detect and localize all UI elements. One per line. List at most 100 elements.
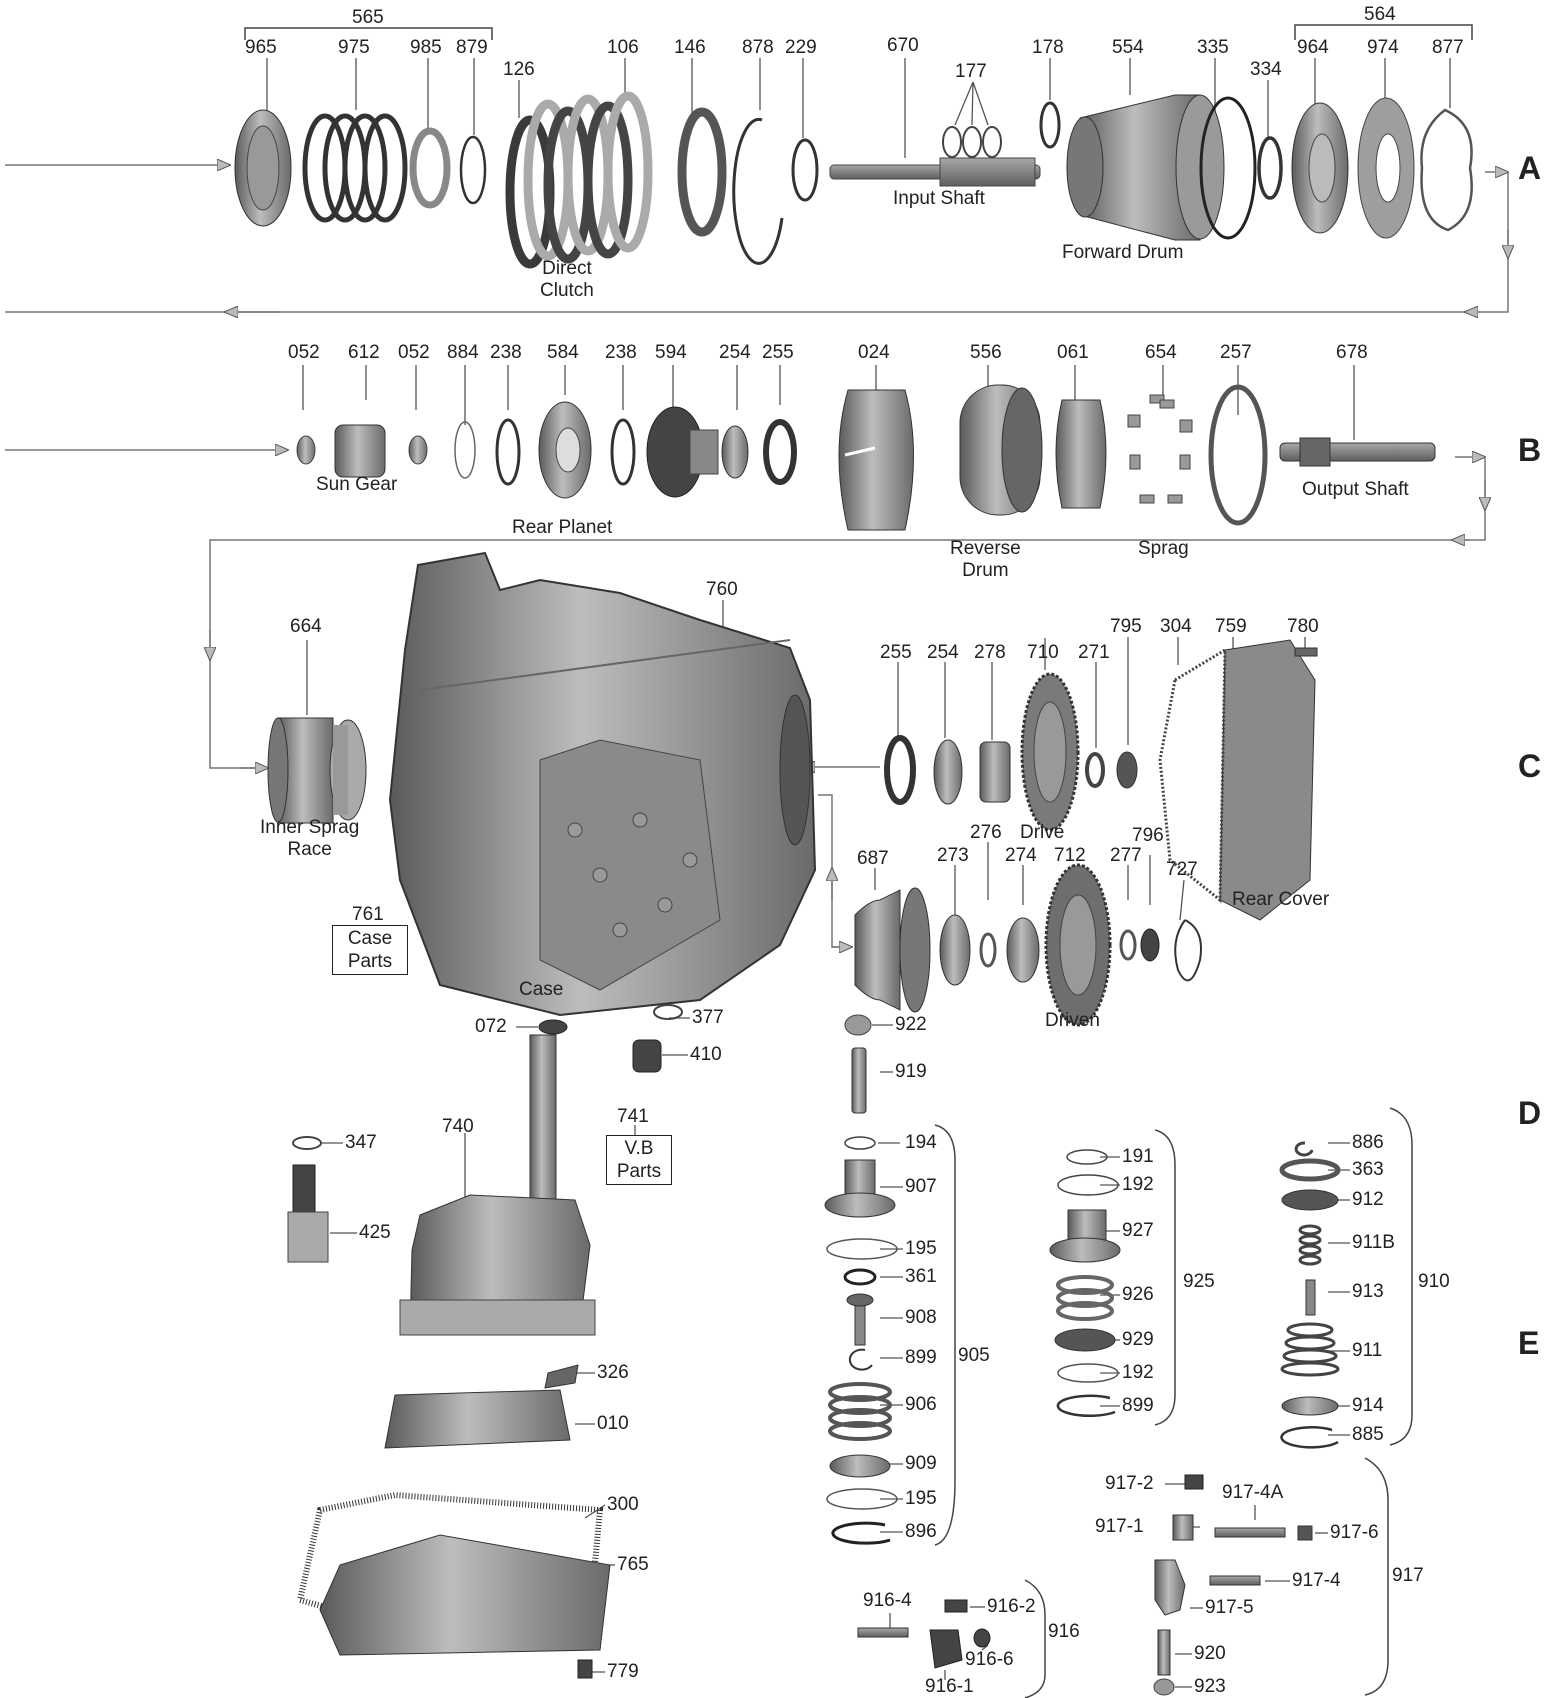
group-brackets — [244, 24, 1473, 1698]
part-label: 195 — [905, 1238, 937, 1259]
part-label: 916-4 — [863, 1590, 912, 1611]
caption-line: Inner Sprag — [260, 817, 360, 838]
caption-sun-gear: Sun Gear — [316, 474, 398, 495]
row-b-parts — [296, 384, 1436, 531]
part-label: 425 — [359, 1222, 391, 1243]
part-label: 985 — [410, 37, 442, 58]
caption-line: Reverse — [950, 538, 1021, 559]
part-label: 178 — [1032, 37, 1064, 58]
part-label: 257 — [1220, 342, 1252, 363]
part-label: 556 — [970, 342, 1002, 363]
part-label: 564 — [1364, 4, 1396, 25]
part-label: 975 — [338, 37, 370, 58]
part-label: 965 — [245, 37, 277, 58]
row-c-parts — [267, 551, 1318, 1027]
part-label: 712 — [1054, 845, 1086, 866]
part-label: 926 — [1122, 1284, 1154, 1305]
part-label: 922 — [895, 1014, 927, 1035]
part-label: 274 — [1005, 845, 1037, 866]
part-label: 334 — [1250, 59, 1282, 80]
part-label: 177 — [955, 61, 987, 82]
part-label: 917-1 — [1095, 1516, 1144, 1537]
part-label: 300 — [607, 1494, 639, 1515]
part-label: 912 — [1352, 1189, 1384, 1210]
part-label: 664 — [290, 616, 322, 637]
part-label: 584 — [547, 342, 579, 363]
part-label: 884 — [447, 342, 479, 363]
part-label: 917-6 — [1330, 1522, 1379, 1543]
part-label: 361 — [905, 1266, 937, 1287]
part-label: 710 — [1027, 642, 1059, 663]
part-label: 899 — [1122, 1395, 1154, 1416]
row-a-parts — [234, 91, 1473, 269]
caption-sprag: Sprag — [1138, 538, 1189, 559]
group-label-910: 910 — [1418, 1271, 1450, 1292]
part-label: 780 — [1287, 616, 1319, 637]
group-label-925: 925 — [1183, 1271, 1215, 1292]
part-label: 271 — [1078, 642, 1110, 663]
part-label: 670 — [887, 35, 919, 56]
part-label: 917-4A — [1222, 1482, 1284, 1503]
part-label: 964 — [1297, 37, 1329, 58]
part-label: 061 — [1057, 342, 1089, 363]
part-label: 916-2 — [987, 1596, 1036, 1617]
part-label: 594 — [655, 342, 687, 363]
part-label: 920 — [1194, 1643, 1226, 1664]
part-label: 761 — [352, 904, 384, 925]
part-label: 740 — [442, 1116, 474, 1137]
part-label: 565 — [352, 7, 384, 28]
part-label: 927 — [1122, 1220, 1154, 1241]
part-label: 254 — [719, 342, 751, 363]
part-label: 191 — [1122, 1146, 1154, 1167]
group-label-905: 905 — [958, 1345, 990, 1366]
caption-line: Clutch — [540, 280, 594, 301]
part-label: 899 — [905, 1347, 937, 1368]
part-label: 916-1 — [925, 1676, 974, 1697]
part-label: 907 — [905, 1176, 937, 1197]
part-label: 024 — [858, 342, 890, 363]
part-label: 347 — [345, 1132, 377, 1153]
part-label: 917-4 — [1292, 1570, 1341, 1591]
part-label: 877 — [1432, 37, 1464, 58]
part-label: 885 — [1352, 1424, 1384, 1445]
part-label: 909 — [905, 1453, 937, 1474]
part-label: 192 — [1122, 1362, 1154, 1383]
part-label: 072 — [475, 1016, 507, 1037]
part-label: 795 — [1110, 616, 1142, 637]
caption-forward-drum: Forward Drum — [1062, 242, 1184, 263]
part-label: 796 — [1132, 825, 1164, 846]
part-label: 913 — [1352, 1281, 1384, 1302]
part-label: 917-5 — [1205, 1597, 1254, 1618]
part-label: 917-2 — [1105, 1473, 1154, 1494]
part-label: 879 — [456, 37, 488, 58]
part-label: 195 — [905, 1488, 937, 1509]
part-label: 410 — [690, 1044, 722, 1065]
caption-rear-planet: Rear Planet — [512, 517, 613, 538]
part-label: 554 — [1112, 37, 1144, 58]
caption-case: Case — [519, 979, 564, 1000]
part-label: 254 — [927, 642, 959, 663]
case-parts-box: Case Parts — [332, 925, 408, 975]
part-label: 612 — [348, 342, 380, 363]
part-label: 759 — [1215, 616, 1247, 637]
section-letter-c: C — [1518, 748, 1542, 784]
section-letter-d: D — [1518, 1095, 1542, 1131]
part-label: 377 — [692, 1007, 724, 1028]
part-label: 052 — [398, 342, 430, 363]
part-label: 760 — [706, 579, 738, 600]
part-label: 916-6 — [965, 1649, 1014, 1670]
box-line: Parts — [347, 951, 393, 972]
part-label: 273 — [937, 845, 969, 866]
flow-lines — [5, 165, 1508, 947]
caption-inner-sprag-race: Inner Sprag Race — [260, 817, 359, 861]
caption-line: Drum — [962, 560, 1009, 581]
box-line: V.B — [624, 1138, 654, 1159]
part-label: 229 — [785, 37, 817, 58]
part-label: 886 — [1352, 1132, 1384, 1153]
part-label: 896 — [905, 1521, 937, 1542]
part-label: 923 — [1194, 1676, 1226, 1697]
vb-parts-box: V.B Parts — [606, 1135, 672, 1185]
caption-output-shaft: Output Shaft — [1302, 479, 1409, 500]
